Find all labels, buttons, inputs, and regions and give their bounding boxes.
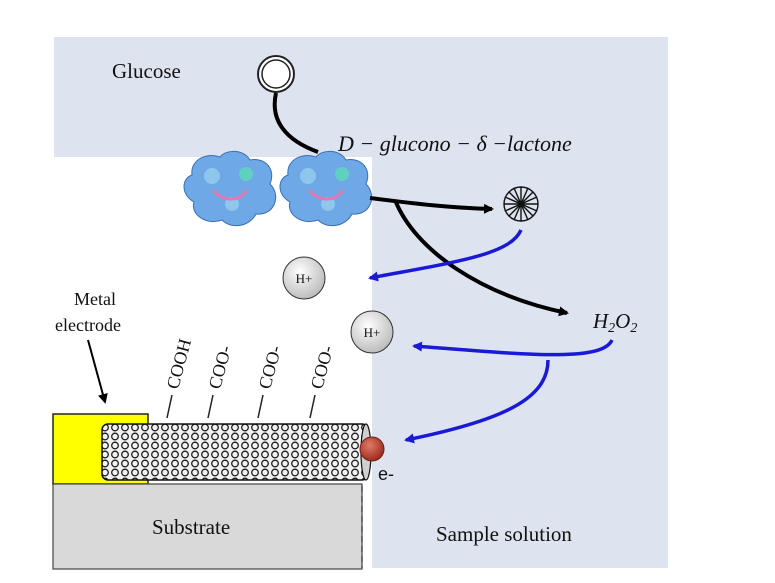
glucose-to-enzyme-arrow (272, 92, 319, 154)
substrate (52, 483, 363, 570)
glucose-ring-icon (257, 55, 295, 93)
lactone-label: D − glucono − δ −lactone (337, 131, 572, 156)
sample-solution-label: Sample solution (436, 522, 572, 546)
svg-text:H+: H+ (296, 271, 313, 286)
functional-group-label: COO- (255, 343, 286, 391)
enzyme-to-h2o2-arrow (393, 199, 569, 317)
proton-icon: H+ (282, 256, 326, 300)
proton-icon: H+ (350, 310, 394, 354)
h2o2-to-electron-arrow (404, 359, 550, 444)
enzyme-to-lactone-arrow (369, 196, 494, 214)
enzyme-icon (279, 150, 373, 227)
electrode-pointer-arrow (87, 339, 108, 404)
svg-text:H+: H+ (364, 325, 381, 340)
glucose-label: Glucose (112, 59, 181, 83)
enzyme-icon (183, 150, 277, 227)
h2o2-to-proton-arrow (412, 339, 614, 357)
metal-electrode-label-line2: electrode (55, 315, 121, 335)
functional-group-label: COOH (163, 337, 196, 391)
lactone-star-icon (503, 186, 539, 222)
substrate-label: Substrate (152, 515, 230, 539)
electron-label: e- (378, 464, 394, 484)
lactone-to-proton-arrow (368, 229, 523, 282)
functional-group-label: COO- (205, 343, 236, 391)
electron-icon (359, 436, 385, 462)
h2o2-label: H2O2 (592, 309, 637, 336)
nanotube-icon (101, 423, 372, 481)
sample-solution-region (54, 37, 668, 568)
functional-groups: COOH COO- COO- COO- (163, 337, 338, 419)
functional-group-label: COO- (307, 343, 338, 391)
metal-electrode-label-line1: Metal (74, 289, 116, 309)
